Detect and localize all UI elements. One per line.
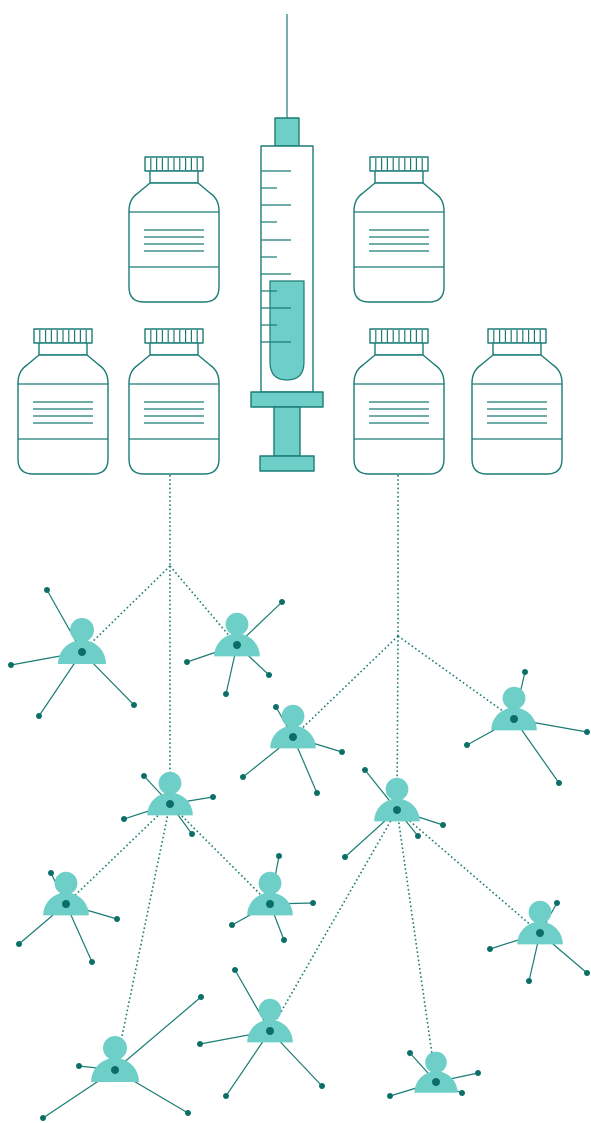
network-node — [266, 1027, 274, 1035]
person-icon — [374, 777, 420, 822]
network-node — [266, 900, 274, 908]
medicine-vial-icon — [128, 156, 220, 303]
network-link — [269, 809, 398, 1032]
network-node — [62, 900, 70, 908]
medicine-vial-icon — [17, 328, 109, 475]
person-icon — [270, 704, 316, 749]
network-node — [289, 733, 297, 741]
medicine-vial-icon — [128, 328, 220, 475]
network-node — [111, 1066, 119, 1074]
person-icon — [147, 771, 193, 816]
people-layer — [43, 612, 563, 1093]
network-link — [169, 803, 271, 905]
network-node — [393, 806, 401, 814]
person-icon — [214, 612, 260, 657]
network-link — [81, 565, 171, 653]
medicine-vial-icon — [471, 328, 563, 475]
network-node — [78, 648, 86, 656]
syringe-icon — [250, 14, 324, 472]
network-node — [536, 929, 544, 937]
person-icon — [414, 1051, 458, 1093]
network-node — [166, 800, 174, 808]
network-node — [510, 715, 518, 723]
network-node — [432, 1078, 440, 1086]
network-link — [396, 809, 437, 1083]
network-links — [65, 475, 541, 1083]
network-link — [396, 809, 541, 934]
person-spokes — [8, 587, 590, 1121]
person-icon — [247, 998, 293, 1043]
network-link — [169, 565, 238, 646]
network-node — [233, 641, 241, 649]
network-link — [114, 803, 171, 1071]
vials-layer — [17, 156, 563, 475]
person-icon — [247, 871, 293, 916]
network-link — [292, 635, 399, 738]
person-icon — [43, 871, 89, 916]
person-icon — [91, 1036, 139, 1082]
network-link — [397, 635, 515, 720]
medicine-vial-icon — [353, 156, 445, 303]
person-icon — [517, 900, 563, 945]
person-icon — [58, 618, 106, 664]
medicine-vial-icon — [353, 328, 445, 475]
person-icon — [491, 686, 537, 731]
network-link — [65, 803, 171, 905]
